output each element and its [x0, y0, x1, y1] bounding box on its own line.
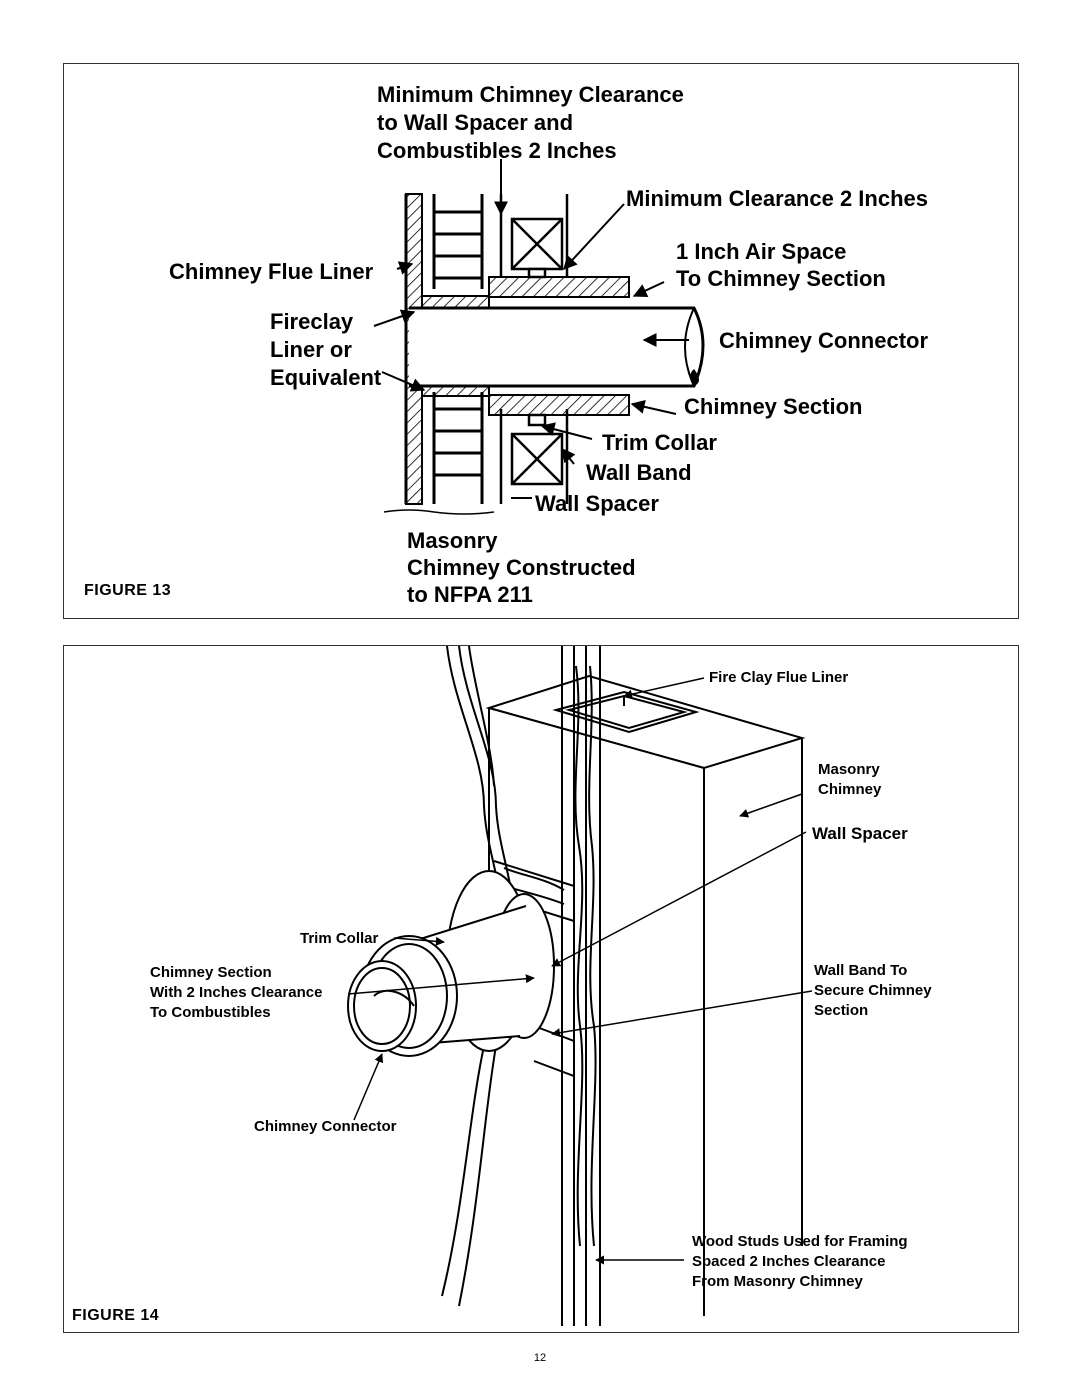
label-studs-2: Spaced 2 Inches Clearance [692, 1253, 885, 1270]
fireclay-liner-top [421, 295, 490, 309]
ground-line [383, 509, 495, 515]
chimney-connector-pipe [409, 306, 705, 388]
chimney-section-bottom [488, 394, 630, 416]
label-wall-spacer: Wall Spacer [535, 491, 659, 516]
label-wall-band-1: Wall Band To [814, 962, 907, 979]
label-trim-collar: Trim Collar [300, 930, 379, 947]
label-section-3: To Combustibles [150, 1004, 271, 1021]
label-min-clearance-top-2: to Wall Spacer and [377, 110, 573, 135]
chimney-section-top [488, 276, 630, 298]
label-fireclay-1: Fireclay [270, 309, 354, 334]
label-wall-band-3: Section [814, 1002, 868, 1019]
label-min-clearance-top-1: Minimum Chimney Clearance [377, 82, 684, 107]
label-masonry-3: to NFPA 211 [407, 582, 533, 607]
label-fireclay-2: Liner or [270, 337, 352, 362]
label-air-space-2: To Chimney Section [676, 266, 886, 291]
label-min-clearance-2in: Minimum Clearance 2 Inches [626, 186, 928, 211]
label-min-clearance-top-3: Combustibles 2 Inches [377, 138, 617, 163]
label-chimney-section: Chimney Section [684, 394, 862, 419]
figure-14-panel: Fire Clay Flue Liner Masonry Chimney Wal… [63, 645, 1019, 1333]
label-masonry-1: Masonry [818, 761, 880, 778]
wall-studs-left [432, 194, 484, 504]
figure-13-panel: Minimum Chimney Clearance to Wall Spacer… [63, 63, 1019, 619]
leader-lines [373, 159, 689, 499]
label-wall-band: Wall Band [586, 460, 692, 485]
label-chimney-flue-liner: Chimney Flue Liner [169, 259, 374, 284]
figure-14-diagram: Fire Clay Flue Liner Masonry Chimney Wal… [72, 646, 932, 1326]
label-fireclay-3: Equivalent [270, 365, 382, 390]
label-masonry-2: Chimney Constructed [407, 555, 636, 580]
label-chimney-connector: Chimney Connector [719, 328, 928, 353]
masonry-chimney-block [485, 674, 806, 1316]
label-masonry-1: Masonry [407, 528, 498, 553]
figure-13-caption: FIGURE 13 [84, 582, 171, 599]
label-chimney-connector: Chimney Connector [254, 1118, 397, 1135]
label-studs-3: From Masonry Chimney [692, 1273, 864, 1290]
figure-13-diagram: Minimum Chimney Clearance to Wall Spacer… [84, 82, 928, 607]
label-trim-collar: Trim Collar [602, 430, 717, 455]
label-studs-1: Wood Studs Used for Framing [692, 1233, 908, 1250]
label-section-2: With 2 Inches Clearance [150, 984, 322, 1001]
chimney-section-pipe [347, 870, 555, 1057]
label-air-space-1: 1 Inch Air Space [676, 239, 846, 264]
label-section-1: Chimney Section [150, 964, 272, 981]
label-wall-band-2: Secure Chimney [814, 982, 932, 999]
leader-lines-fig14 [347, 677, 813, 1265]
label-masonry-2: Chimney [818, 781, 882, 798]
figure-14-caption: FIGURE 14 [72, 1307, 159, 1324]
page-number: 12 [533, 1352, 547, 1364]
label-fire-clay-flue-liner: Fire Clay Flue Liner [709, 669, 848, 686]
label-wall-spacer: Wall Spacer [812, 824, 908, 843]
